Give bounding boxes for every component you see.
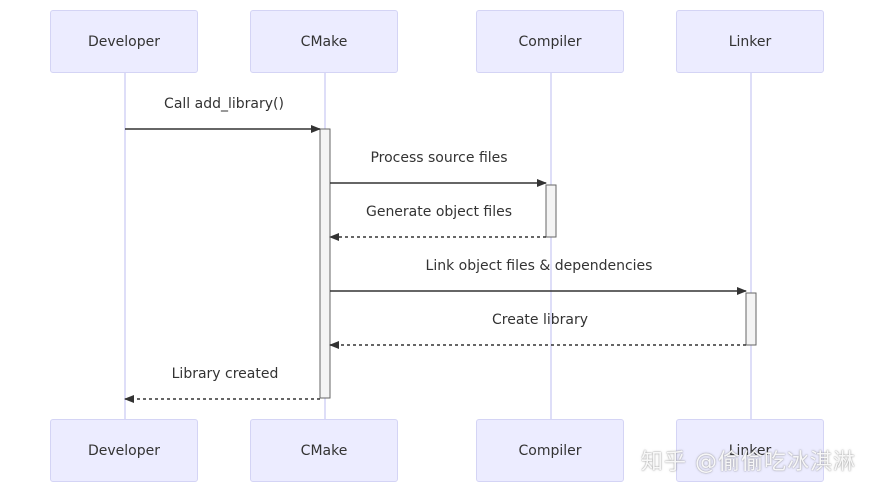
actor-box-linker-bottom: Linker bbox=[676, 419, 824, 482]
message-label-call-add-library: Call add_library() bbox=[164, 96, 284, 112]
message-label-library-created: Library created bbox=[171, 366, 279, 382]
activation-linker bbox=[745, 292, 757, 346]
actor-box-developer-top: Developer bbox=[50, 10, 198, 73]
actor-box-linker-top: Linker bbox=[676, 10, 824, 73]
actor-box-developer-bottom: Developer bbox=[50, 419, 198, 482]
activation-cmake bbox=[319, 128, 331, 399]
message-label-create-library: Create library bbox=[491, 312, 589, 328]
activation-compiler bbox=[545, 184, 557, 238]
message-label-generate-object-files: Generate object files bbox=[365, 204, 513, 220]
activations bbox=[319, 128, 757, 399]
actor-box-cmake-top: CMake bbox=[250, 10, 398, 73]
actor-box-cmake-bottom: CMake bbox=[250, 419, 398, 482]
actor-box-compiler-top: Compiler bbox=[476, 10, 624, 73]
watermark: 知乎 @偷偷吃冰淇淋 bbox=[641, 450, 856, 475]
actor-box-compiler-bottom: Compiler bbox=[476, 419, 624, 482]
message-label-process-source-files: Process source files bbox=[370, 150, 508, 166]
message-label-link-object-files: Link object files & dependencies bbox=[425, 258, 653, 274]
message-arrows bbox=[124, 125, 747, 403]
